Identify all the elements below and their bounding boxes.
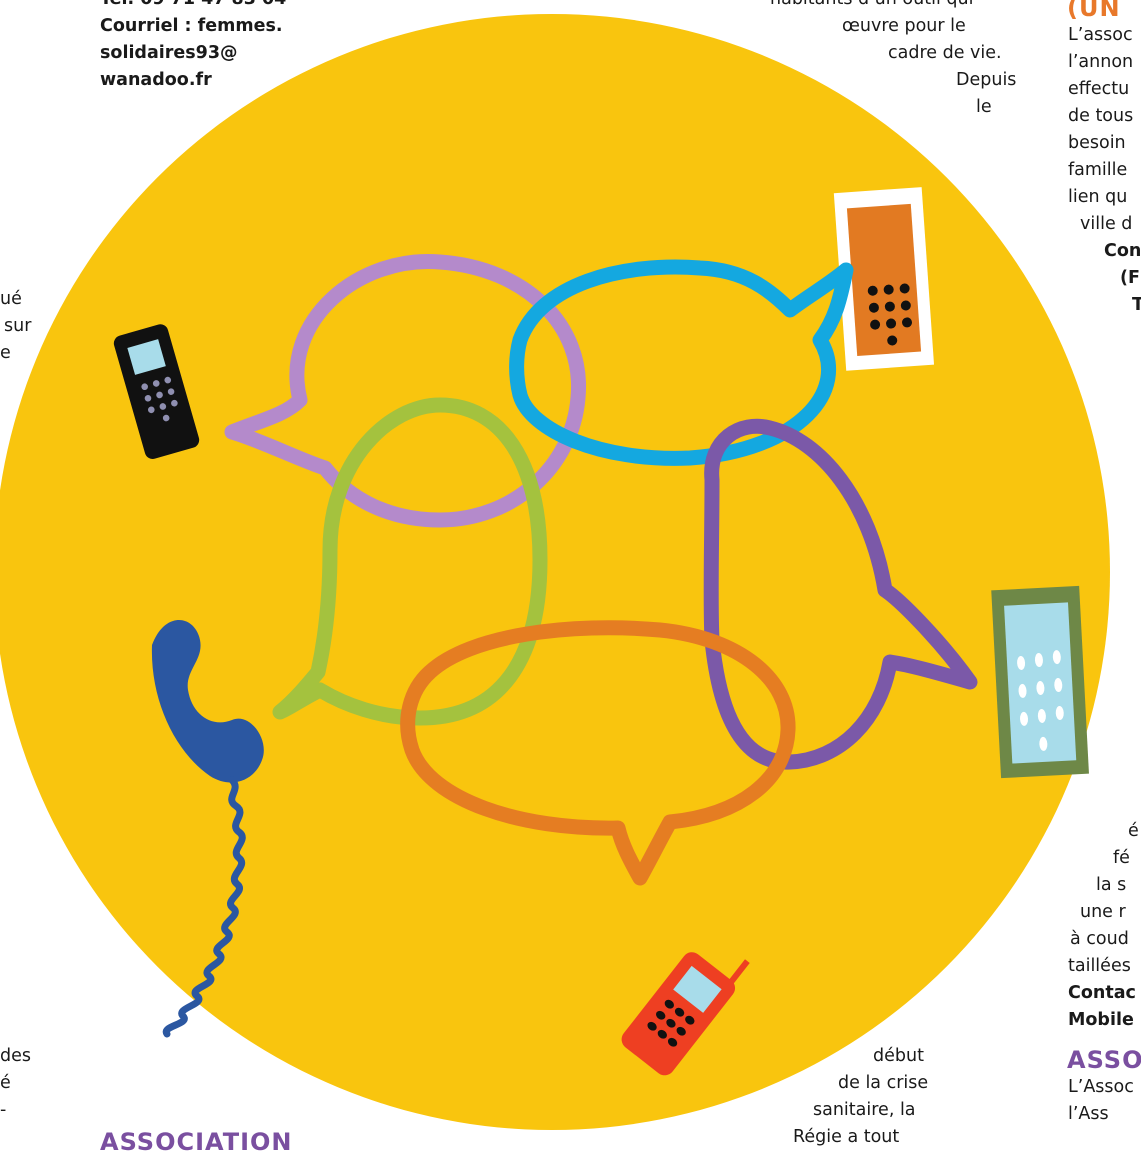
center-bottom-line-2: de la crise: [838, 1073, 929, 1093]
black-mobile-icon: [113, 324, 200, 459]
contact-block: Tél. 09 71 47 83 04 Courriel : femmes. s…: [100, 0, 286, 94]
right-bottom-line-4: une r: [1080, 902, 1126, 922]
left-edge-bottom-line-2: é: [0, 1073, 11, 1093]
right-bottom-line-6: taillées: [1068, 956, 1131, 976]
orange-phone-icon: [833, 187, 935, 371]
contact-line-email-1: Courriel : femmes.: [100, 16, 283, 36]
right-top-line-1: L’assoc: [1068, 25, 1133, 45]
contact-line-email-2: solidaires93@: [100, 43, 238, 63]
green-speech-bubble: [272, 397, 548, 726]
red-mobile-icon: [621, 952, 750, 1076]
right-top-bold-line-1: Con: [1104, 241, 1141, 261]
center-top-line-1: habitants d’un outil qui: [770, 0, 973, 13]
center-top-line-2: œuvre pour le: [842, 16, 966, 36]
violet-speech-bubble: [703, 418, 978, 770]
right-bottom-body-line-1: L’Assoc: [1068, 1077, 1134, 1097]
right-top-line-8: ville d: [1080, 214, 1133, 234]
right-bottom-heading: ASSO: [1067, 1046, 1141, 1074]
orange-speech-bubble: [400, 620, 796, 886]
center-top-line-5: le: [976, 97, 992, 117]
center-top-line-4: Depuis: [956, 70, 1017, 90]
cyan-speech-bubble: [509, 259, 854, 466]
right-bottom-bold-line-2: Mobile: [1068, 1010, 1134, 1030]
contact-line-email-3: wanadoo.fr: [100, 70, 212, 90]
left-edge-bottom-line-3: -: [0, 1100, 7, 1120]
right-top-line-2: l’annon: [1068, 52, 1134, 72]
right-top-line-5: besoin: [1068, 133, 1126, 153]
contact-line-phone: Tél. 09 71 47 83 04: [100, 0, 286, 13]
left-edge-top-line-3: e: [0, 343, 11, 363]
right-bottom-line-3: la s: [1096, 875, 1127, 895]
right-top-line-6: famille: [1068, 160, 1128, 180]
right-top-line-7: lien qu: [1068, 187, 1128, 207]
landline-phone-icon: [151, 620, 264, 1038]
right-bottom-line-1: é: [1128, 821, 1139, 841]
right-bottom-body-line-2: l’Ass: [1068, 1104, 1109, 1124]
right-top-heading: (UN: [1067, 0, 1121, 22]
left-edge-top-line-1: ué: [0, 289, 22, 309]
yellow-circle-background: [0, 14, 1110, 1130]
center-bottom-line-4: Régie a tout: [793, 1127, 900, 1147]
right-bottom-bold-line-1: Contac: [1068, 983, 1136, 1003]
right-bottom-line-2: fé: [1113, 848, 1130, 868]
right-top-bold-line-2: (F: [1120, 268, 1140, 288]
center-bottom-line-1: début: [873, 1046, 924, 1066]
right-top-bold-line-3: T: [1132, 295, 1141, 315]
right-top-line-4: de tous: [1068, 106, 1134, 126]
right-bottom-line-5: à coud: [1070, 929, 1129, 949]
center-bottom-line-3: sanitaire, la: [813, 1100, 916, 1120]
phone-cord: [162, 776, 246, 1038]
center-top-line-3: cadre de vie.: [888, 43, 1002, 63]
left-bottom-heading: ASSOCIATION: [100, 1128, 293, 1156]
tablet-icon: [991, 585, 1089, 779]
right-top-line-3: effectu: [1068, 79, 1130, 99]
left-edge-bottom-line-1: des: [0, 1046, 31, 1066]
left-edge-top-line-2: sur: [4, 316, 32, 336]
